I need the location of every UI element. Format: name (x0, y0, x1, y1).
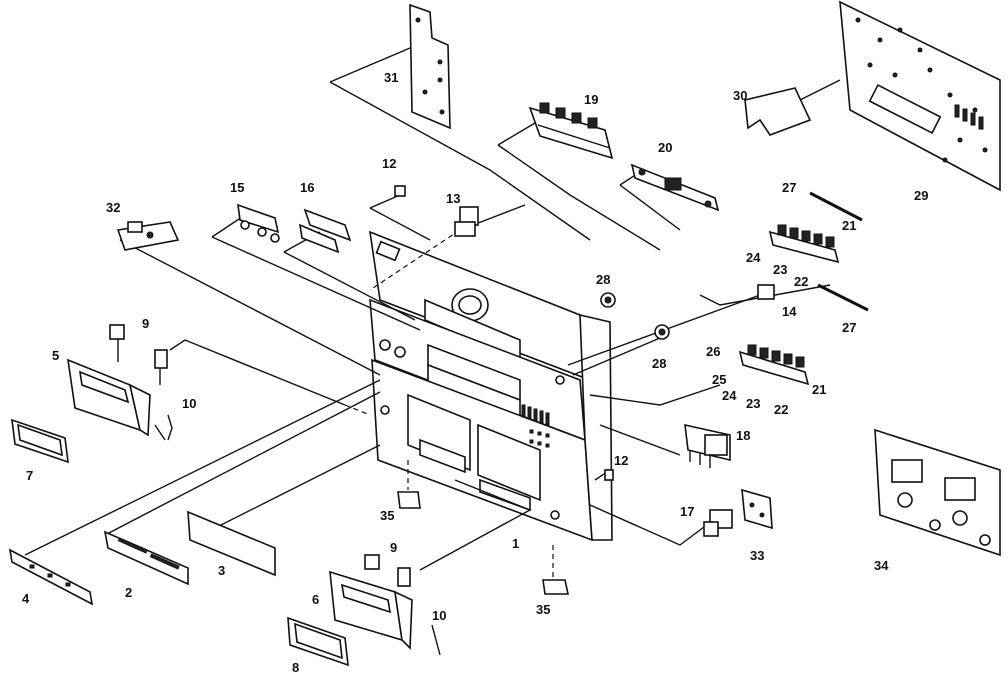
callout-33: 33 (750, 548, 764, 563)
callout-1: 1 (512, 536, 519, 551)
part-12-clip-right (604, 469, 614, 481)
callout-21-upper: 21 (842, 218, 856, 233)
callout-27-lower: 27 (842, 320, 856, 335)
callout-10-upper: 10 (182, 396, 196, 411)
callout-21-lower: 21 (812, 382, 826, 397)
callout-25: 25 (712, 372, 726, 387)
part-30-ribbon-cable (744, 87, 812, 136)
callout-27-upper: 27 (782, 180, 796, 195)
callout-9-lower: 9 (390, 540, 397, 555)
callout-8: 8 (292, 660, 299, 675)
part-4-strip (8, 548, 94, 606)
callout-13: 13 (446, 191, 460, 206)
part-27-rods (809, 191, 869, 312)
callout-34: 34 (874, 558, 889, 573)
callout-20: 20 (658, 140, 672, 155)
part-19-switch-block (528, 102, 614, 160)
callout-23-lower: 23 (746, 396, 760, 411)
callout-10-lower: 10 (432, 608, 446, 623)
callout-5: 5 (52, 348, 59, 363)
callout-28-lower: 28 (652, 356, 666, 371)
part-29-circuit-board (839, 0, 1001, 192)
part-32-small-board (116, 221, 180, 251)
part-21-key-group-lower (738, 344, 810, 386)
part-31-bracket (409, 3, 451, 130)
part-14-connector (757, 284, 775, 300)
part-18-block (684, 423, 731, 468)
main-chassis (369, 230, 613, 542)
callout-2: 2 (125, 585, 132, 600)
part-7-door-window (11, 418, 69, 464)
part-3-panel (187, 510, 276, 577)
callout-29: 29 (914, 188, 928, 203)
part-33-small-board (741, 488, 773, 530)
callout-6: 6 (312, 592, 319, 607)
callout-9-upper: 9 (142, 316, 149, 331)
part-34-deck-mechanism (874, 428, 1001, 557)
callout-23-upper: 23 (773, 262, 787, 277)
callout-17: 17 (680, 504, 694, 519)
callout-14: 14 (782, 304, 797, 319)
callout-16: 16 (300, 180, 314, 195)
callout-31: 31 (384, 70, 398, 85)
part-6-cassette-door (329, 554, 413, 650)
part-12-clip (394, 185, 406, 197)
callout-7: 7 (26, 468, 33, 483)
callout-22-lower: 22 (774, 402, 788, 417)
callout-12-top: 12 (382, 156, 396, 171)
part-5-cassette-door (67, 324, 168, 437)
callout-labels: 1 2 3 4 5 6 7 8 9 9 10 10 12 12 13 14 15… (22, 70, 928, 675)
callout-15: 15 (230, 180, 244, 195)
part-16-switch (298, 208, 352, 254)
callout-19: 19 (584, 92, 598, 107)
callout-35-right: 35 (536, 602, 550, 617)
part-10-wires (167, 414, 441, 656)
part-8-door-window (287, 616, 349, 667)
part-13-holder (454, 206, 479, 237)
callout-22-upper: 22 (794, 274, 808, 289)
part-15-switch (237, 203, 280, 243)
callout-32: 32 (106, 200, 120, 215)
callout-28-upper: 28 (596, 272, 610, 287)
callout-30: 30 (733, 88, 747, 103)
callout-35-left: 35 (380, 508, 394, 523)
callout-24-upper: 24 (746, 250, 761, 265)
part-28-knobs (600, 292, 670, 340)
part-2-panel (103, 530, 189, 586)
callout-12-right: 12 (614, 453, 628, 468)
part-17-connector (703, 509, 733, 537)
callout-4: 4 (22, 591, 30, 606)
part-35-pads (397, 491, 569, 595)
part-21-key-group-upper (768, 224, 840, 264)
callout-18: 18 (736, 428, 750, 443)
callout-26: 26 (706, 344, 720, 359)
callout-3: 3 (218, 563, 225, 578)
callout-24-lower: 24 (722, 388, 737, 403)
leader-lines (24, 47, 841, 578)
part-20-control-bar (630, 163, 720, 212)
